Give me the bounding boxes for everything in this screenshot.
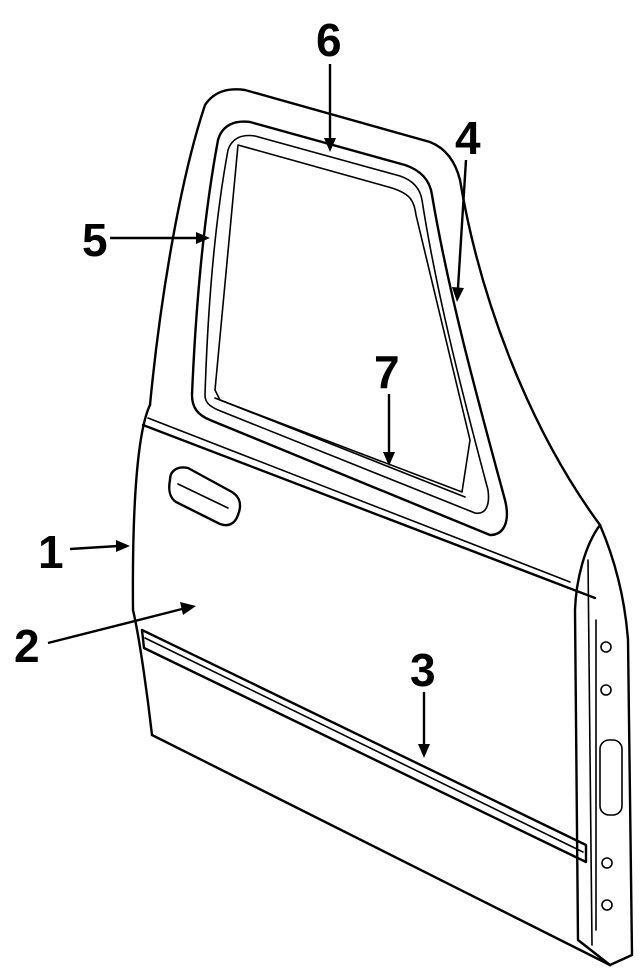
callout-1: 1	[38, 526, 64, 578]
hinge-area	[595, 619, 623, 931]
callout-leaders	[47, 64, 468, 758]
door-shell	[131, 88, 634, 967]
callout-7: 7	[374, 346, 400, 398]
window-frame	[190, 120, 509, 537]
callout-4: 4	[455, 112, 481, 164]
body-side-molding	[140, 628, 588, 864]
door-handle	[168, 466, 242, 527]
callout-3: 3	[410, 644, 436, 696]
callout-5: 5	[82, 214, 108, 266]
callout-labels: 1 2 3 4 5 6 7	[14, 14, 481, 696]
callout-6: 6	[316, 14, 342, 66]
callout-2: 2	[14, 620, 40, 672]
